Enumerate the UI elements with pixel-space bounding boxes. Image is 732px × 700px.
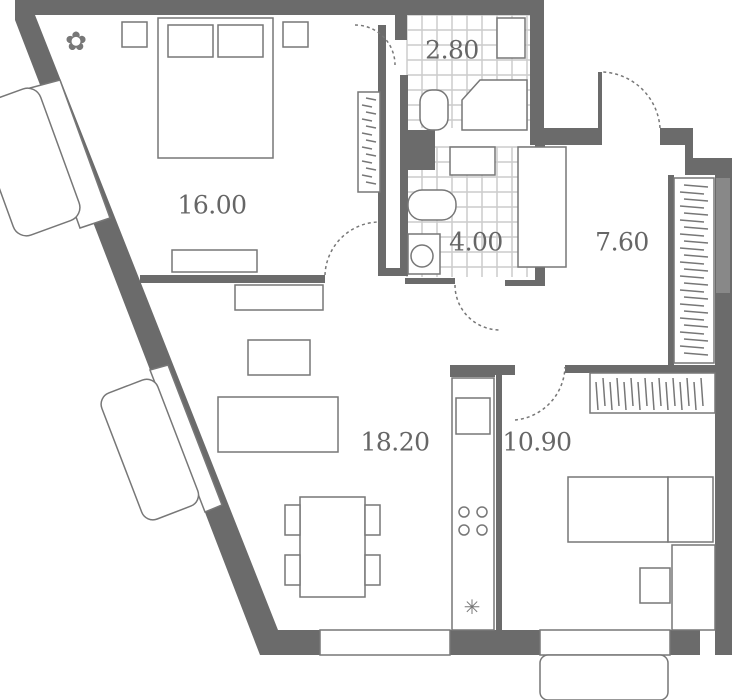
tv-unit (234, 284, 324, 311)
coffee-table (247, 339, 311, 376)
room-area-hallway: 7.60 (595, 227, 649, 257)
svg-text:✿: ✿ (65, 27, 87, 56)
walls (15, 0, 732, 655)
wardrobe (357, 91, 381, 193)
windows (0, 79, 671, 700)
room-area-second-bedroom: 10.90 (502, 427, 572, 457)
room-area-living-kitchen: 18.20 (360, 427, 430, 457)
room-area-bathroom: 4.00 (449, 227, 503, 257)
room-area-bedroom: 16.00 (177, 190, 247, 220)
bed-2 (567, 476, 669, 543)
bed: ✿ (65, 17, 309, 159)
doors (324, 24, 661, 421)
dining-table (299, 496, 366, 598)
sofa (217, 396, 339, 453)
dresser (171, 249, 258, 273)
room-area-wc: 2.80 (425, 35, 479, 65)
svg-text:✳: ✳ (464, 597, 481, 619)
